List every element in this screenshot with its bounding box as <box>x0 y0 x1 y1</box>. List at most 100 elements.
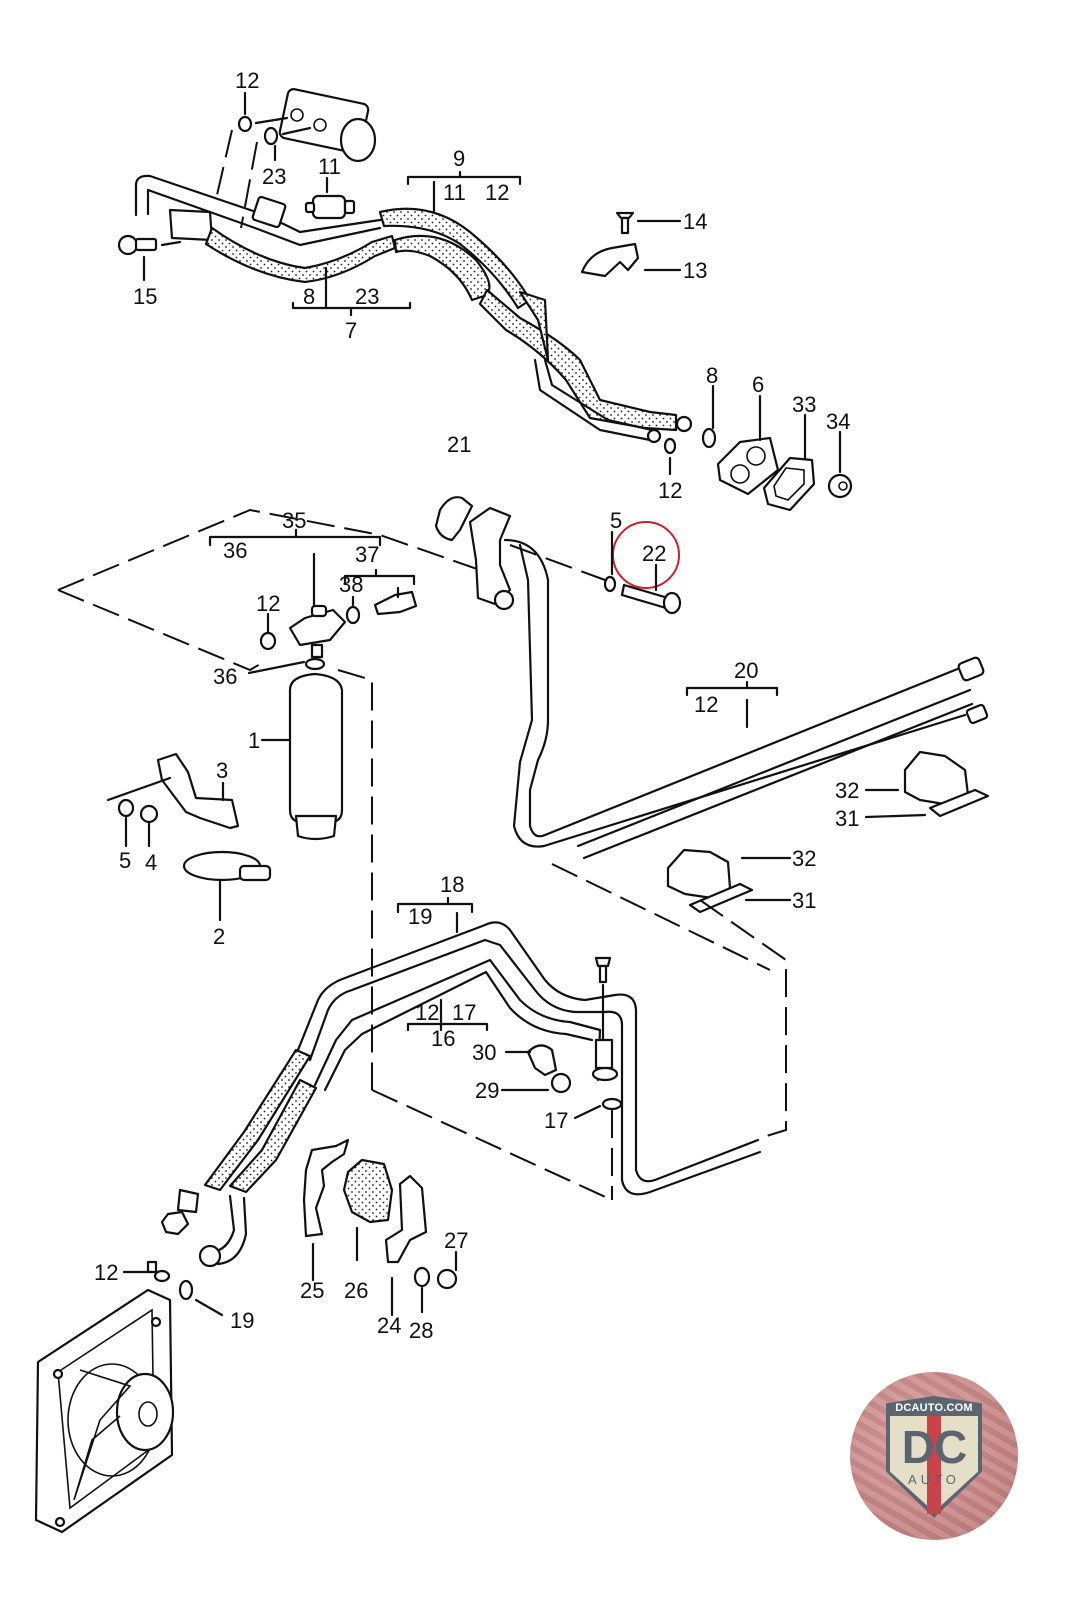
washer-5-upper <box>603 575 617 593</box>
callout-6: 6 <box>752 372 764 397</box>
callout-20: 20 <box>734 658 758 683</box>
callout-17: 17 <box>452 1000 476 1025</box>
o-ring-12-top <box>237 115 253 133</box>
line-assembly-lower <box>160 921 762 1268</box>
callout-12: 12 <box>694 692 718 717</box>
callout-11: 11 <box>318 154 341 179</box>
callout-30: 30 <box>472 1040 496 1065</box>
callout-12: 12 <box>415 1000 439 1025</box>
callout-12: 12 <box>235 68 259 93</box>
washer-17 <box>601 1097 623 1111</box>
mount-32-right <box>903 750 990 818</box>
screw-14 <box>615 211 635 235</box>
callout-21: 21 <box>447 432 471 457</box>
callout-32: 32 <box>792 846 816 871</box>
logo-stripe <box>927 1416 941 1514</box>
bracket-24 <box>384 1174 428 1264</box>
callout-15: 15 <box>133 284 157 309</box>
clamp-30 <box>526 1044 558 1077</box>
callout-4: 4 <box>145 850 157 875</box>
callout-33: 33 <box>792 392 816 417</box>
dcauto-logo: DCAUTO.COM DC AUTO <box>850 1372 1018 1540</box>
pressure-switch-11 <box>304 194 356 220</box>
callout-36: 36 <box>213 664 237 689</box>
callout-12: 12 <box>256 591 280 616</box>
callout-28: 28 <box>409 1318 433 1343</box>
callout-26: 26 <box>344 1278 368 1303</box>
bracket-3 <box>156 752 240 830</box>
callout-29: 29 <box>475 1078 499 1103</box>
callout-22[interactable]: 22 <box>642 541 666 566</box>
mount-32-left <box>666 848 754 914</box>
callout-3: 3 <box>216 758 228 783</box>
bracket-mount <box>468 506 515 611</box>
o-ring-36 <box>304 657 326 671</box>
callout-38: 38 <box>339 572 363 597</box>
nut-4 <box>139 804 159 824</box>
callout-16: 16 <box>431 1026 455 1051</box>
bolt-22 <box>620 583 682 615</box>
o-ring-12-drier <box>259 631 277 651</box>
callout-31: 31 <box>792 888 816 913</box>
clip-21 <box>434 496 474 542</box>
callout-12: 12 <box>658 478 682 503</box>
callout-7: 7 <box>345 318 357 343</box>
callout-23: 23 <box>262 164 286 189</box>
callout-31: 31 <box>835 806 859 831</box>
callout-labels: 12 23 11 9 11 12 14 13 15 8 23 7 8 6 33 … <box>94 68 859 1343</box>
tee-fitting-35 <box>288 604 347 659</box>
logo-mark: DC <box>901 1421 967 1473</box>
line-assembly-upper <box>134 174 693 444</box>
nut-27 <box>436 1268 458 1290</box>
o-ring-12-right <box>663 437 677 455</box>
callout-25: 25 <box>300 1278 324 1303</box>
washer-5-lower <box>117 798 135 818</box>
callout-11: 11 <box>443 180 466 205</box>
callout-12: 12 <box>94 1260 118 1285</box>
o-ring-23-top <box>263 126 279 146</box>
o-ring-38 <box>345 605 361 625</box>
fitting-37 <box>373 590 418 616</box>
callout-14: 14 <box>683 209 707 234</box>
callout-19: 19 <box>408 904 432 929</box>
callout-5: 5 <box>119 848 131 873</box>
callout-9: 9 <box>453 146 465 171</box>
callout-24: 24 <box>377 1313 401 1338</box>
washer-28 <box>413 1266 431 1288</box>
o-ring-19 <box>178 1279 194 1301</box>
callout-1: 1 <box>248 728 260 753</box>
gasket-33 <box>762 456 816 512</box>
bolt-15 <box>117 234 158 256</box>
callout-8: 8 <box>706 363 718 388</box>
nut-34 <box>827 473 853 499</box>
callout-34: 34 <box>826 409 850 434</box>
callout-17: 17 <box>544 1108 568 1133</box>
callout-13: 13 <box>683 258 707 283</box>
callout-19: 19 <box>230 1308 254 1333</box>
callout-36: 36 <box>223 538 247 563</box>
callout-37: 37 <box>355 542 379 567</box>
clamp-13 <box>580 242 640 278</box>
o-ring-8 <box>701 427 717 449</box>
receiver-drier-1 <box>288 672 344 841</box>
condenser-fan <box>34 1260 175 1534</box>
callout-32: 32 <box>835 778 859 803</box>
callout-18: 18 <box>440 872 464 897</box>
logo-website: DCAUTO.COM <box>895 1402 973 1414</box>
pipe-vertical <box>503 538 989 860</box>
rubber-mount-26 <box>342 1158 394 1224</box>
hose-clamp-2 <box>182 850 272 882</box>
flange-6 <box>716 436 780 496</box>
callout-8: 8 <box>303 284 315 309</box>
o-ring-12-fan <box>153 1269 171 1283</box>
callout-23: 23 <box>355 284 379 309</box>
callout-5: 5 <box>610 508 622 533</box>
callout-27: 27 <box>444 1228 468 1253</box>
bracket-25 <box>302 1138 350 1238</box>
callout-35: 35 <box>282 508 306 533</box>
expansion-valve <box>278 88 377 163</box>
callout-2: 2 <box>213 924 225 949</box>
logo-subtitle: AUTO <box>908 1472 960 1487</box>
nut-29 <box>550 1072 572 1094</box>
